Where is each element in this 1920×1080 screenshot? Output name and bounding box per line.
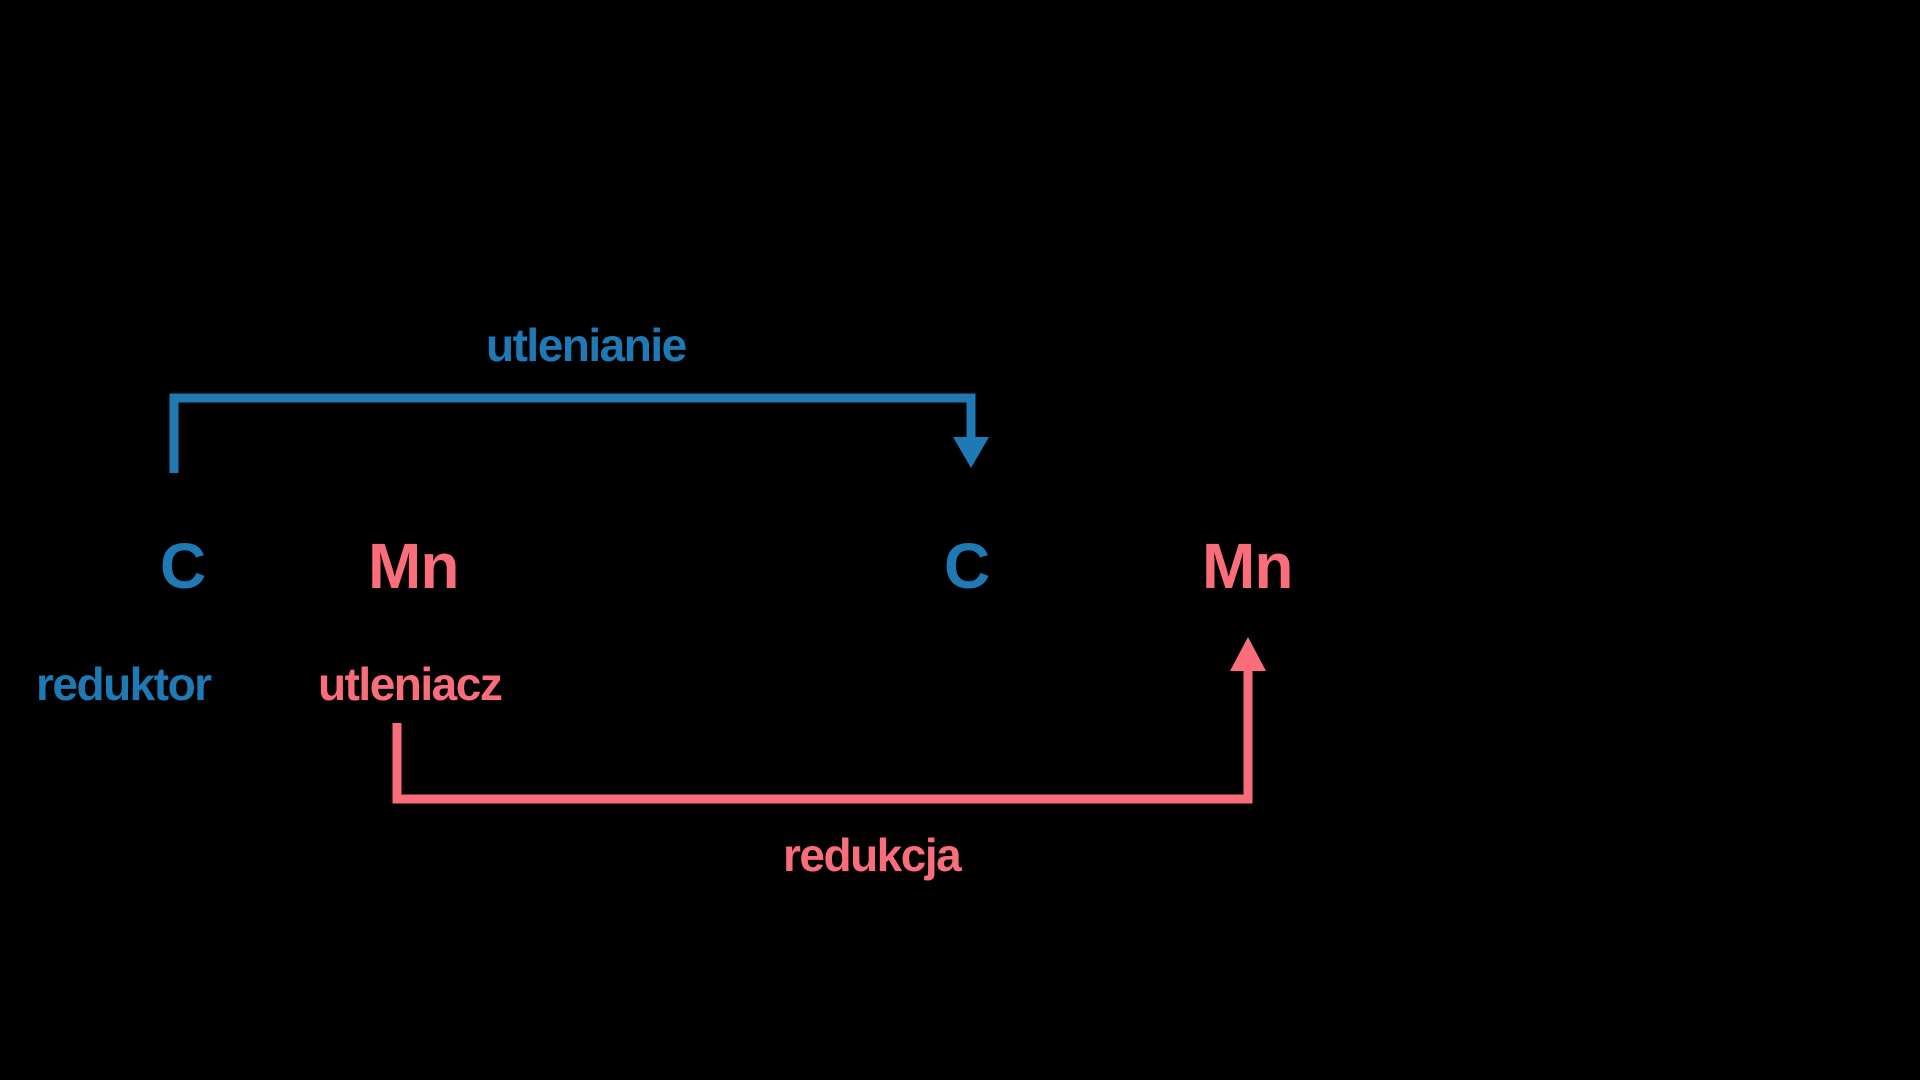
oxidation-label: utlenianie (486, 319, 687, 371)
reducer-role-label: reduktor (36, 658, 212, 710)
oxidation-arrowhead-icon (953, 437, 989, 468)
species-manganese-product: Mn (1202, 530, 1293, 602)
species-carbon-product: C (944, 530, 990, 602)
reduction-arrowhead-icon (1230, 637, 1266, 671)
species-manganese-reactant: Mn (368, 530, 459, 602)
oxidation-arrow-line (169, 393, 976, 473)
species-carbon-reactant: C (160, 530, 206, 602)
reduction-label: redukcja (783, 829, 962, 881)
oxidizer-role-label: utleniacz (318, 658, 503, 710)
reduction-arrow-line (392, 667, 1253, 804)
